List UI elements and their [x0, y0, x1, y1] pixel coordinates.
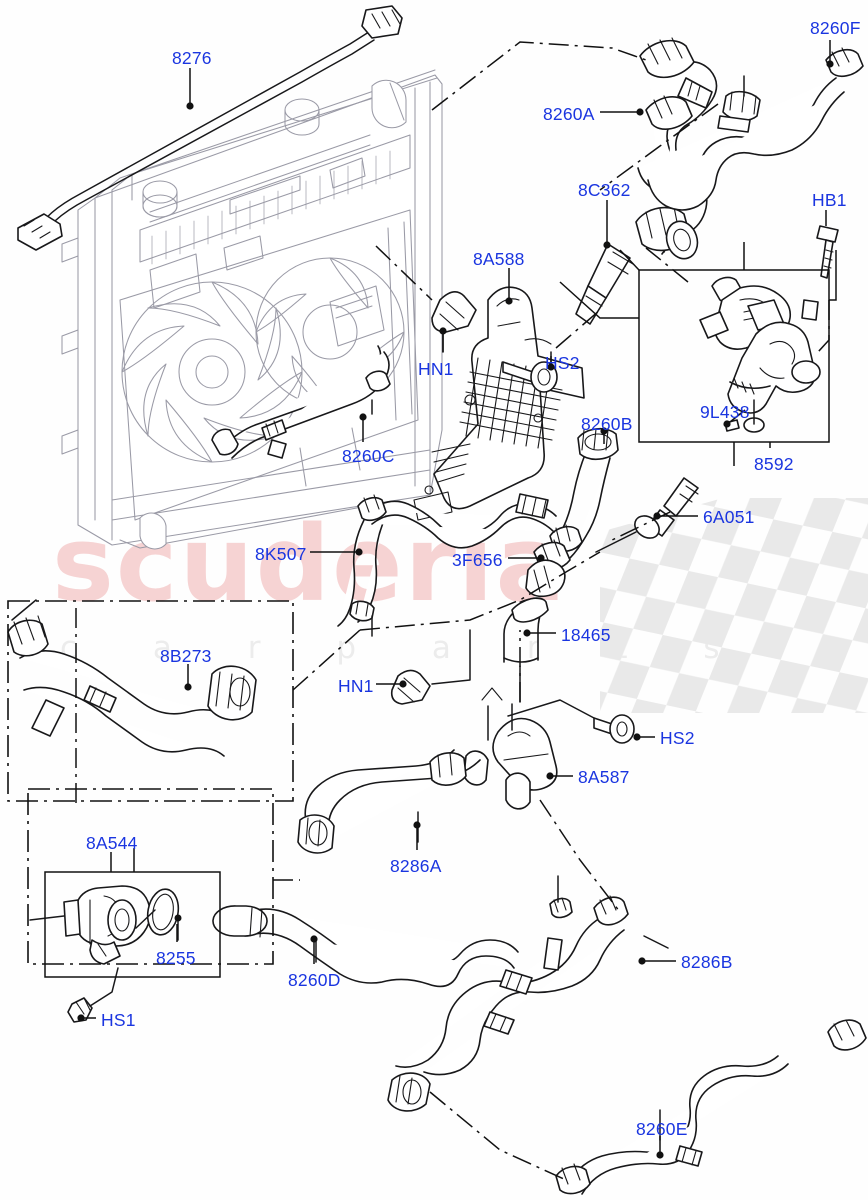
part-label-screw[interactable]: HS1 [101, 1010, 136, 1030]
part-HN1-nut-upper [431, 291, 477, 353]
part-8B273-hose [7, 599, 257, 757]
part-label-coolant-pipe[interactable]: 8K507 [255, 544, 307, 564]
part-label-screw[interactable]: HS2 [660, 728, 695, 748]
part-label-coolant-hose[interactable]: 8260B [581, 414, 633, 434]
part-8276-harness [17, 5, 403, 251]
part-label-plug[interactable]: 9L438 [700, 402, 750, 422]
part-8286B-hose [387, 895, 669, 1112]
part-6A051-sensor [595, 477, 699, 553]
part-8A587-connector [463, 687, 558, 810]
part-label-nut[interactable]: HN1 [338, 676, 374, 696]
part-label-coolant-hose[interactable]: 8286B [681, 952, 733, 972]
part-8260B-hose [547, 427, 619, 559]
part-label-nut[interactable]: HN1 [418, 359, 454, 379]
part-label-thermostat-housing-assembly[interactable]: 8592 [754, 454, 794, 474]
part-HN1-nut-lower [390, 629, 471, 705]
part-label-coolant-hose[interactable]: 8260A [543, 104, 595, 124]
part-18465-hose [503, 597, 549, 703]
part-8C362-sensor [575, 243, 634, 325]
part-8260D-hose [212, 875, 573, 988]
part-8A544-pump [29, 885, 182, 1023]
part-label-coolant-outlet-connector[interactable]: 8A587 [578, 767, 630, 787]
callout-boxes [7, 242, 837, 978]
part-HS2-screw-lower [507, 699, 635, 744]
part-label-coolant-hose[interactable]: 8260F [810, 18, 861, 38]
part-8286A-hose [297, 749, 481, 854]
callout-leader-8B273 [292, 629, 361, 691]
leader-lines [77, 40, 834, 1159]
callout-box-8A544 [44, 871, 221, 978]
part-label-heater-hose[interactable]: 18465 [561, 625, 611, 645]
callout-box-pump [27, 788, 274, 965]
part-label-oil-temperature-sensor[interactable]: 6A051 [703, 507, 755, 527]
part-8260C-hose [211, 345, 391, 459]
part-3F656-connector [525, 539, 571, 598]
part-label-screw[interactable]: HS2 [545, 353, 580, 373]
part-8260F-hose [637, 47, 864, 211]
part-label-wiring-harness-sensor-lead[interactable]: 8276 [172, 48, 212, 68]
part-label-radiator-hose[interactable]: 8B273 [160, 646, 212, 666]
part-label-coolant-hose[interactable]: 8260C [342, 446, 395, 466]
part-HB1-bolt [816, 225, 839, 279]
explode-lines [75, 41, 719, 1181]
radiator-fan-module [61, 69, 443, 550]
part-8K507-pipe [337, 493, 557, 637]
part-label-coolant-hose[interactable]: 8286A [390, 856, 442, 876]
part-label-coolant-temperature-sensor[interactable]: 8C362 [578, 180, 631, 200]
part-label-coolant-hose[interactable]: 8260E [636, 1119, 688, 1139]
part-label-connector[interactable]: 3F656 [452, 550, 503, 570]
part-label-auxiliary-coolant-pump[interactable]: 8A544 [86, 833, 138, 853]
part-label-bolt[interactable]: HB1 [812, 190, 847, 210]
part-label-bracket[interactable]: 8A588 [473, 249, 525, 269]
part-label-o-ring-seal[interactable]: 8255 [156, 948, 196, 968]
callout-box-8B273 [7, 600, 294, 802]
part-8260E-hose [555, 1019, 867, 1195]
part-label-coolant-hose[interactable]: 8260D [288, 970, 341, 990]
part-8592-housing-assembly [699, 276, 821, 433]
